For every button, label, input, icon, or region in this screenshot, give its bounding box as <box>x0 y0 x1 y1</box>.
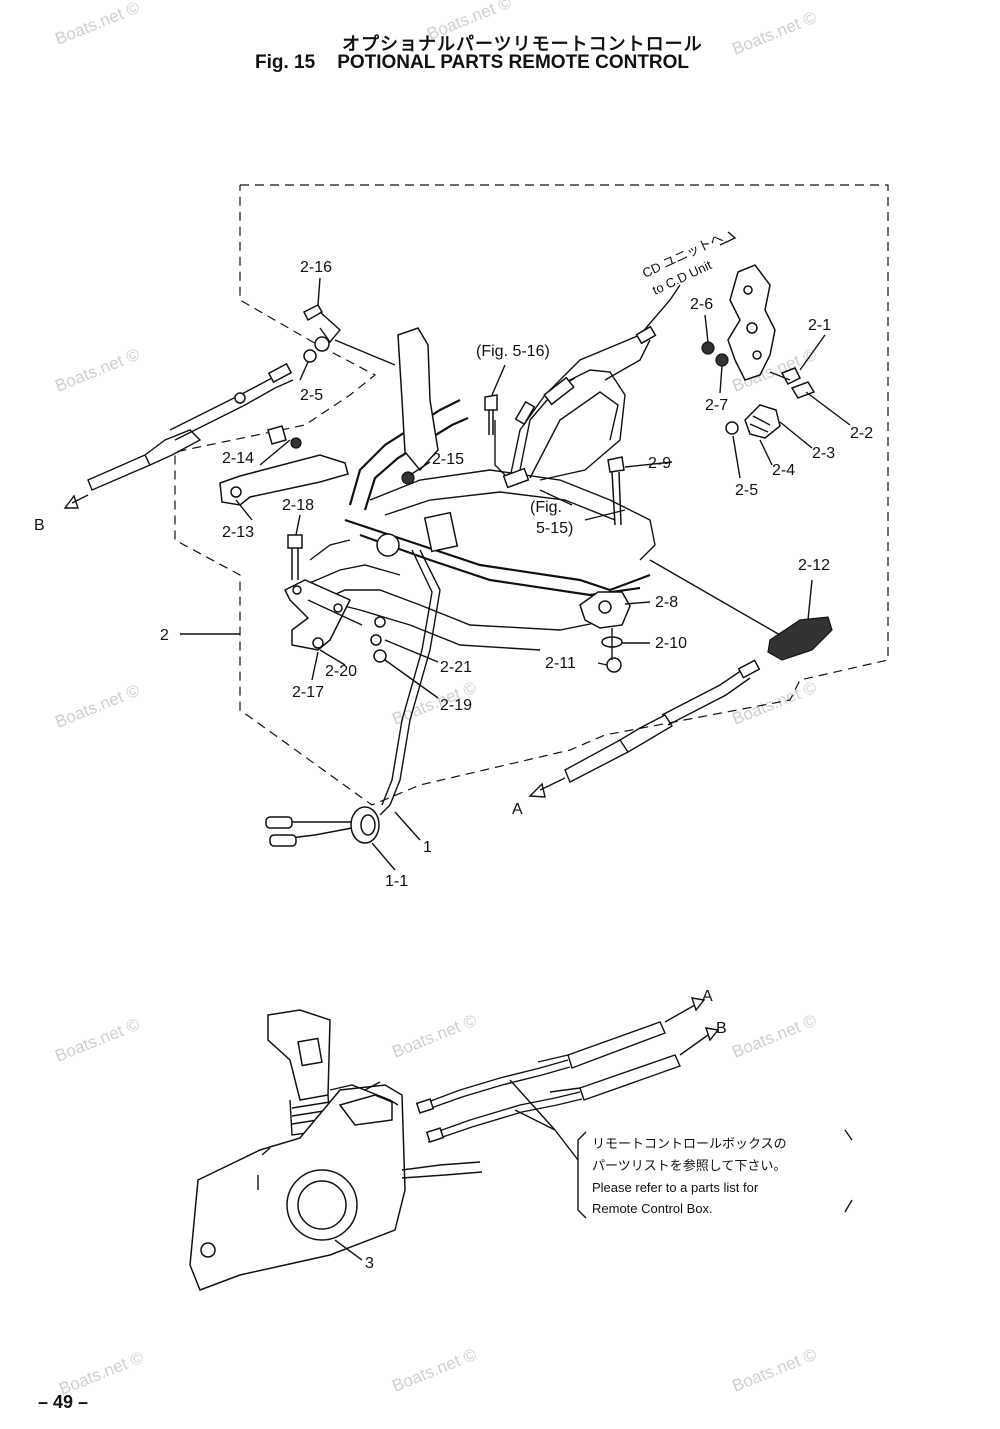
watermark: Boats.net © <box>389 1345 479 1396</box>
callout-2-11: 2-11 <box>545 655 576 672</box>
note-jp-line-1: リモートコントロールボックスの <box>592 1136 787 1151</box>
cd-unit-arrow <box>719 231 737 246</box>
callout-2-6: 2-6 <box>690 296 713 313</box>
callout-2-3: 2-3 <box>812 445 835 462</box>
note-en-line-1: Please refer to a parts list for <box>592 1180 759 1195</box>
callout-1: 1 <box>423 839 432 856</box>
title-japanese: オプショナルパーツリモートコントロール <box>342 34 703 54</box>
callout-2-12: 2-12 <box>798 557 830 574</box>
callout-2-19: 2-19 <box>440 697 472 714</box>
callout-2-8: 2-8 <box>655 594 678 611</box>
note-box: リモートコントロールボックスの パーツリストを参照して下さい。 Please r… <box>554 1129 853 1219</box>
ref-fig-5-15-number: 5-15) <box>536 520 573 537</box>
callout-2-13: 2-13 <box>222 524 254 541</box>
leader-3-upper <box>364 1081 381 1091</box>
bolt <box>484 394 498 435</box>
page-number: – 49 – <box>38 1392 89 1412</box>
watermark: Boats.net © <box>52 345 142 396</box>
watermark: Boats.net © <box>729 8 819 59</box>
figure-number: Fig. 15 <box>255 52 316 73</box>
watermark: Boats.net © <box>729 1345 819 1396</box>
callout-2-18: 2-18 <box>282 497 314 514</box>
note-en-line-2: Remote Control Box. <box>592 1201 713 1216</box>
figure-title: Fig. 15 POTIONAL PARTS REMOTE CONTROL <box>255 52 689 74</box>
callout-2-5-right: 2-5 <box>735 482 758 499</box>
cable-a-upper <box>528 659 761 798</box>
callout-2-4: 2-4 <box>772 462 795 479</box>
callout-3: 3 <box>365 1255 374 1272</box>
watermark: Boats.net © <box>424 0 514 44</box>
watermark: Boats.net © <box>52 0 142 49</box>
leader-lines <box>180 277 851 871</box>
arrow-label-b-lower: B <box>716 1020 727 1037</box>
ref-fig-5-16: (Fig. 5-16) <box>476 343 550 360</box>
arrow-label-a: A <box>512 801 523 818</box>
part-2-16-linkage <box>302 304 396 366</box>
assembly-boundary <box>174 184 889 806</box>
callout-2-10: 2-10 <box>655 635 687 652</box>
callout-2-7: 2-7 <box>705 397 728 414</box>
lever-arm <box>397 327 439 472</box>
callout-2-14: 2-14 <box>222 450 254 467</box>
part-2-13-bracket <box>219 425 349 506</box>
remote-control-box <box>189 1009 483 1291</box>
cables-lower <box>415 997 720 1143</box>
callouts-lower: A B 3 <box>334 988 727 1272</box>
watermark: Boats.net © <box>389 1011 479 1062</box>
callout-2-2: 2-2 <box>850 425 873 442</box>
callout-2-20: 2-20 <box>325 663 357 680</box>
part-1-1-grommet <box>265 804 391 847</box>
callout-2-5: 2-5 <box>300 387 323 404</box>
callout-2-21: 2-21 <box>440 659 472 676</box>
figure-title-text: POTIONAL PARTS REMOTE CONTROL <box>337 52 690 73</box>
cable-b-upper <box>63 362 294 509</box>
callout-2-16: 2-16 <box>300 259 332 276</box>
leader-3 <box>334 1239 363 1261</box>
watermark: Boats.net © <box>52 1015 142 1066</box>
part-2-8-bracket <box>579 591 631 673</box>
arrow-label-a-lower: A <box>702 988 713 1005</box>
wire-harness <box>381 284 681 806</box>
mounting-frame <box>299 399 656 651</box>
callouts: 2-16 2-5 2-14 2-13 2-18 2-15 2-6 2-7 2-1… <box>34 230 873 890</box>
callout-2-9: 2-9 <box>648 455 671 472</box>
callout-2-1: 2-1 <box>808 317 831 334</box>
watermark: Boats.net © <box>52 681 142 732</box>
part-2-9-bolt <box>607 456 625 526</box>
ref-fig-5-15: (Fig. <box>530 499 562 516</box>
arrow-label-b: B <box>34 517 45 534</box>
note-jp-line-2: パーツリストを参照して下さい。 <box>592 1158 786 1173</box>
callout-2-17: 2-17 <box>292 684 324 701</box>
part-2-17-plate <box>283 534 387 663</box>
callout-1-1: 1-1 <box>385 873 408 890</box>
part-2-12-cover <box>649 559 833 661</box>
callout-2-15: 2-15 <box>432 451 464 468</box>
callout-2: 2 <box>160 627 169 644</box>
watermark: Boats.net © <box>729 1011 819 1062</box>
